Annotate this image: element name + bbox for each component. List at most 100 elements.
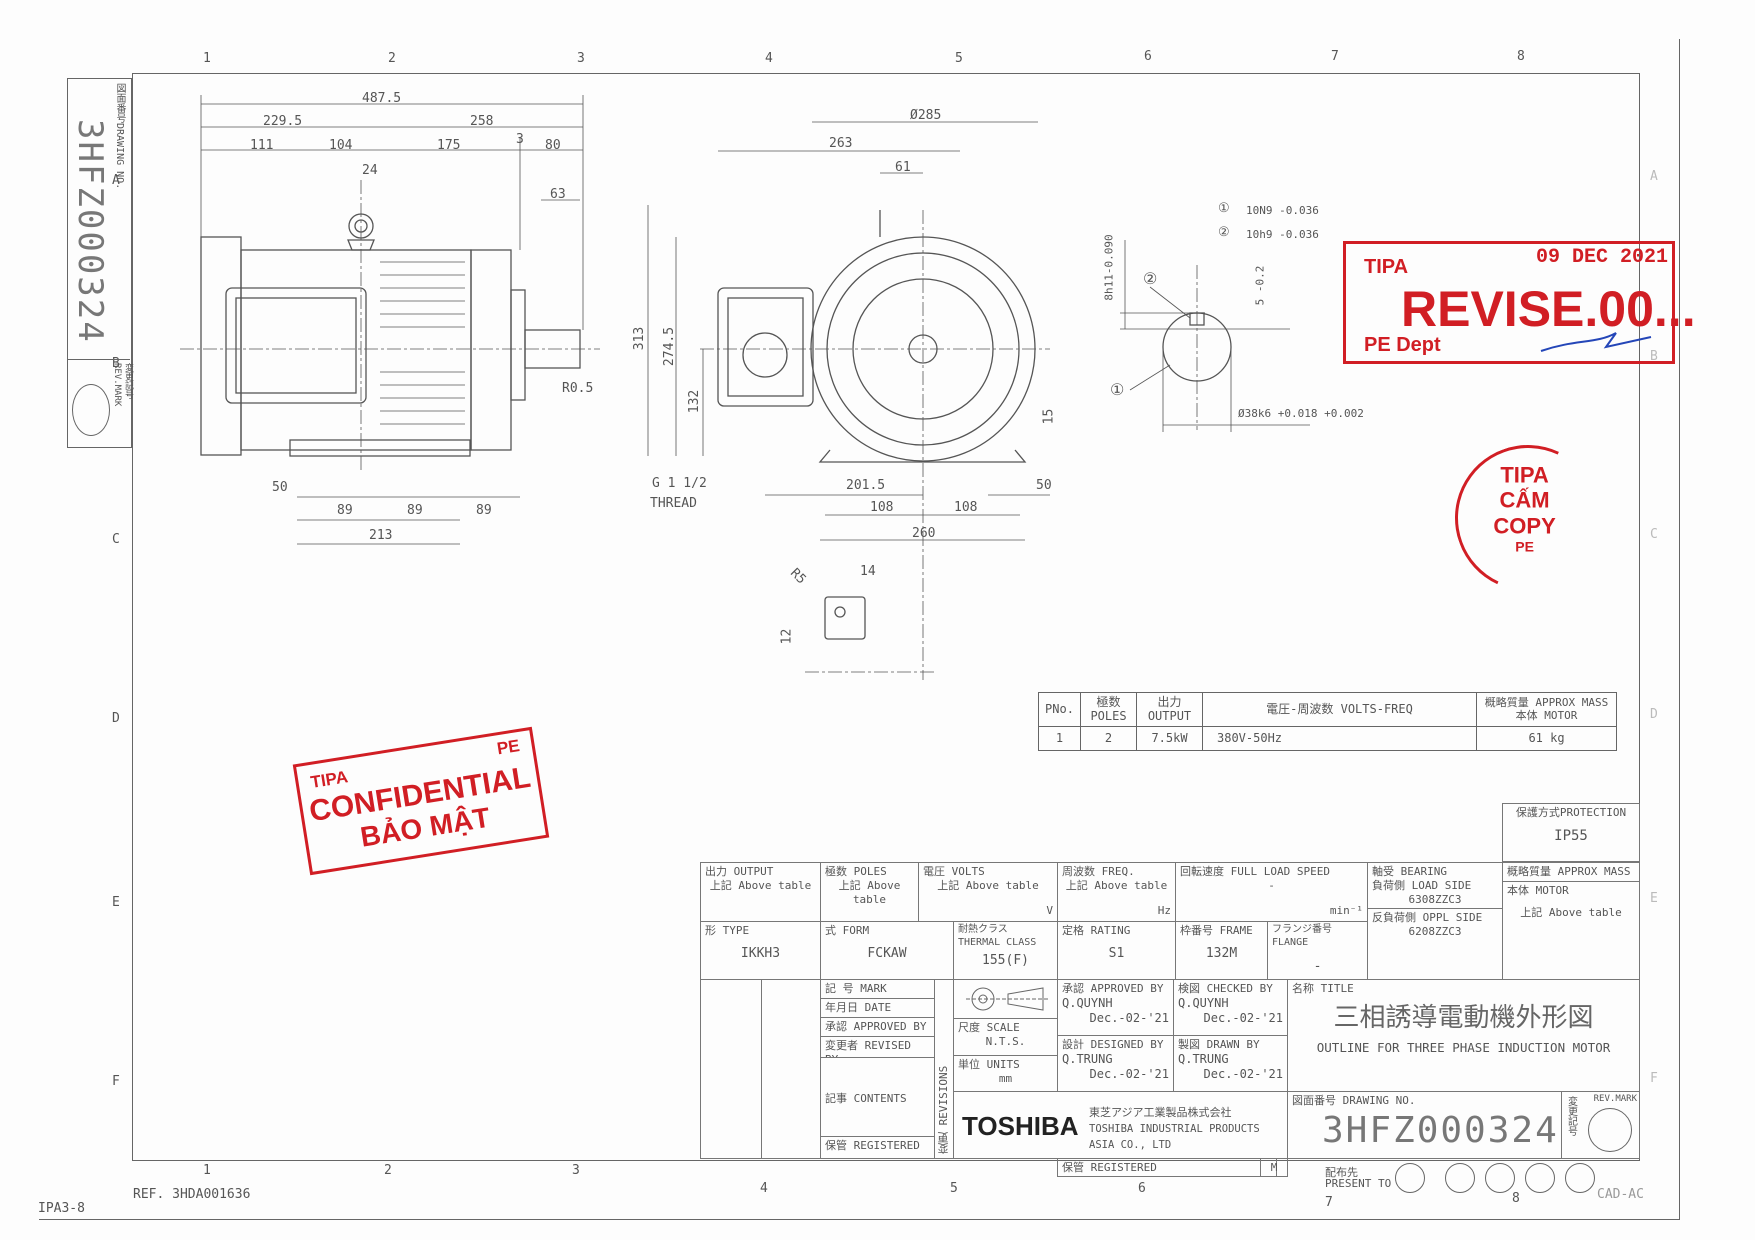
dim-label: 260 xyxy=(912,526,936,541)
dim-label: 63 xyxy=(550,187,566,202)
column-label: 3 xyxy=(572,1163,580,1178)
mass-cell: 概略質量 APPROX MASS 本体 MOTOR 上記 Above table xyxy=(1502,862,1640,980)
row-label: D xyxy=(1650,707,1658,722)
title-label: 名称 TITLE xyxy=(1292,982,1354,995)
dim-label: 108 xyxy=(870,500,894,515)
revise-stamp: TIPA 09 DEC 2021 REVISE.00... PE Dept xyxy=(1343,241,1696,364)
cell-mass: 61 kg xyxy=(1476,726,1617,751)
dim-label: 50 xyxy=(1036,478,1052,493)
stamp-text: COPY xyxy=(1493,513,1556,539)
header-cell: 電圧-周波数 VOLTS-FREQ xyxy=(1202,692,1477,727)
company-en: TOSHIBA INDUSTRIAL PRODUCTS xyxy=(1089,1123,1260,1135)
stamp-dept: PE Dept xyxy=(1364,334,1441,356)
m-cell: M xyxy=(1260,1158,1288,1177)
header-cell: 出力 OUTPUT xyxy=(1136,692,1203,727)
dim-label: 313 xyxy=(632,326,648,351)
row-label: C xyxy=(112,532,120,547)
dim-label: 8h11-0.090 xyxy=(1102,234,1116,301)
column-label: 8 xyxy=(1512,1191,1520,1206)
dim-label: 15 xyxy=(1041,408,1057,425)
row-label: A xyxy=(112,173,120,188)
cell-pno: 1 xyxy=(1038,726,1081,751)
dim-label: 487.5 xyxy=(362,91,402,106)
dim-label: 14 xyxy=(860,564,876,579)
row-label: B xyxy=(112,356,120,371)
circle-icon xyxy=(1525,1163,1555,1193)
circle-icon xyxy=(1485,1163,1515,1193)
circle-icon xyxy=(1565,1163,1595,1193)
inner-frame xyxy=(132,73,1640,1161)
column-label: 5 xyxy=(955,51,963,66)
signature-icon xyxy=(1540,332,1652,352)
dim-label: 10h9 -0.036 xyxy=(1246,228,1319,241)
stamp-date: 09 DEC 2021 xyxy=(1536,246,1669,269)
registered-cell: 保管 REGISTERED xyxy=(1057,1158,1277,1177)
revision-column xyxy=(761,979,821,1159)
bearing-load-value: 6308ZZC3 xyxy=(1408,892,1462,906)
rev-mark-cell: 変更記号 REV.MARK xyxy=(1561,1091,1640,1159)
title-en: OUTLINE FOR THREE PHASE INDUCTION MOTOR xyxy=(1316,1040,1611,1056)
callout-1: ① xyxy=(1218,201,1230,216)
stamp-revise-text: REVISE.00... xyxy=(1401,281,1696,337)
callout-1: ① xyxy=(1110,380,1125,399)
stamp-org: TIPA xyxy=(1500,462,1549,488)
column-label: 2 xyxy=(384,1163,392,1178)
toshiba-logo: TOSHIBA xyxy=(962,1111,1079,1141)
stamp-dept: PE xyxy=(1515,538,1534,555)
header-cell: PNo. xyxy=(1038,692,1081,727)
parts-table: PNo. 極数 POLES 出力 OUTPUT 電圧-周波数 VOLTS-FRE… xyxy=(1038,692,1617,751)
dim-label: Ø38k6 +0.018 +0.002 xyxy=(1238,407,1364,420)
dim-label: 258 xyxy=(470,114,494,129)
cell-poles: 2 xyxy=(1080,726,1137,751)
column-label: 1 xyxy=(203,1163,211,1178)
company-jp: 東芝アジア工業製品株式会社 xyxy=(1089,1106,1232,1119)
drawing-number-cell: 図面番号 DRAWING NO. 3HFZ000324 xyxy=(1287,1091,1562,1159)
row-label: F xyxy=(1650,1071,1658,1086)
dim-label: R0.5 xyxy=(562,381,594,396)
column-label: 4 xyxy=(765,51,773,66)
column-label: 5 xyxy=(950,1181,958,1196)
stamp-dept: PE xyxy=(495,736,522,759)
front-view xyxy=(180,180,600,470)
dim-label: 5 -0.2 xyxy=(1253,265,1267,306)
column-label: 8 xyxy=(1517,49,1525,64)
cell-output: 7.5kW xyxy=(1136,726,1203,751)
dim-label: 24 xyxy=(362,163,378,178)
dim-label: 132 xyxy=(687,389,703,414)
dim-label: 263 xyxy=(829,136,853,151)
outer-frame xyxy=(39,39,1680,1220)
side-drawing-number: 3HFZ000324 xyxy=(70,119,110,344)
sheet-code: IPA3-8 xyxy=(38,1201,85,1216)
cell-volts-freq: 380V-50Hz xyxy=(1202,726,1477,751)
dim-label: 3 xyxy=(516,132,524,147)
company-cell: TOSHIBA 東芝アジア工業製品株式会社 TOSHIBA INDUSTRIAL… xyxy=(953,1091,1288,1159)
end-view xyxy=(700,210,1050,680)
column-label: 3 xyxy=(577,51,585,66)
side-rev-label: 変更記号 REV.MARK xyxy=(112,363,133,407)
protection-value: IP55 xyxy=(1554,827,1588,844)
title-jp: 三相誘導電動機外形図 xyxy=(1333,1002,1594,1033)
column-label: 1 xyxy=(203,51,211,66)
row-label: C xyxy=(1650,527,1658,542)
side-drawing-number-box: 図面番号DRAWING NO. 3HFZ000324 変更記号 REV.MARK xyxy=(67,78,133,448)
table-header-row: PNo. 極数 POLES 出力 OUTPUT 電圧-周波数 VOLTS-FRE… xyxy=(1038,692,1617,727)
protection-label: 保護方式PROTECTION xyxy=(1515,806,1627,819)
dim-label: Ø285 xyxy=(910,108,942,123)
cad-label: CAD-AC xyxy=(1597,1187,1644,1202)
dim-label: 213 xyxy=(369,528,393,543)
row-label: E xyxy=(112,895,120,910)
protection-box: 保護方式PROTECTION IP55 xyxy=(1502,803,1640,862)
column-label: 4 xyxy=(760,1181,768,1196)
revisions-vertical-label: 変更 REVISIONS xyxy=(934,979,954,1159)
